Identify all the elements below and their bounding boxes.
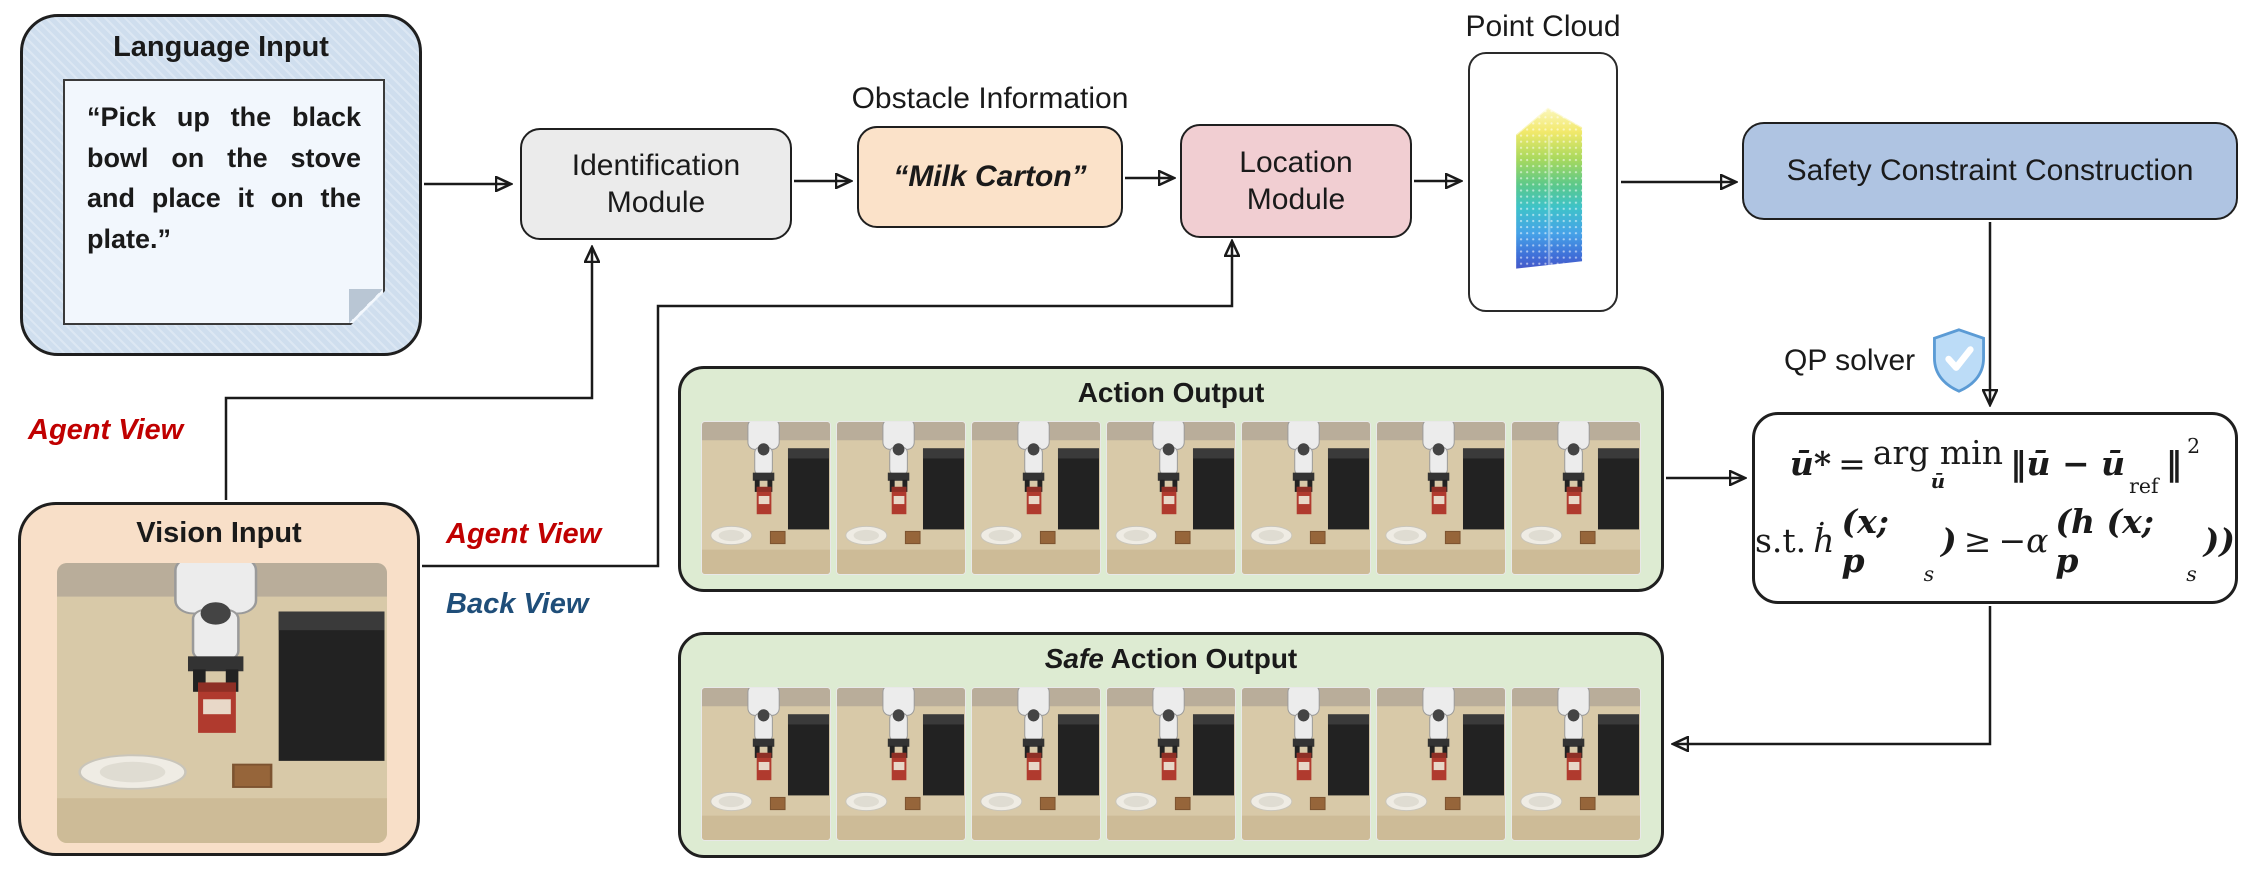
- milk-carton-point-cloud-graphic: [1515, 106, 1583, 269]
- safety-constraint-label: Safety Constraint Construction: [1786, 154, 2194, 188]
- obstacle-information-label: Obstacle Information: [851, 82, 1129, 115]
- vision-input-box: Vision Input: [18, 502, 420, 856]
- formula-lhs: ū*: [1789, 444, 1832, 484]
- safe-action-frame: [1511, 687, 1641, 841]
- agent-view-label-mid: Agent View: [446, 518, 602, 550]
- location-module-box: Location Module: [1180, 124, 1412, 238]
- shield-check-icon: [1933, 328, 1985, 393]
- obstacle-name-box: “Milk Carton”: [857, 126, 1123, 228]
- language-input-title: Language Input: [113, 31, 329, 63]
- identification-module-label: Identification Module: [571, 148, 741, 220]
- language-input-box: Language Input “Pick up the black bowl o…: [20, 14, 422, 356]
- safe-action-frame: [1376, 687, 1506, 841]
- action-frame: [701, 421, 831, 575]
- safe-action-output-title: Safe Action Output: [1044, 643, 1298, 674]
- action-frame: [1241, 421, 1371, 575]
- safe-action-frame: [701, 687, 831, 841]
- safe-action-output-frames: [701, 687, 1641, 841]
- vision-input-image: [57, 563, 387, 843]
- formula-argmin: arg min ū: [1872, 433, 2003, 494]
- agent-view-label-top: Agent View: [28, 414, 184, 446]
- safety-constraint-box: Safety Constraint Construction: [1742, 122, 2238, 220]
- safe-action-frame: [1106, 687, 1236, 841]
- identification-module-box: Identification Module: [520, 128, 792, 240]
- action-output-box: Action Output: [678, 366, 1664, 592]
- formula-constraint-line: s.t. ḣ (x; p s ) ≥ −α (h (x; p s )): [1755, 501, 2235, 586]
- safe-action-frame: [836, 687, 966, 841]
- formula-objective-line: ū* = arg min ū ‖ū − ū ref ‖ 2: [1789, 433, 2201, 498]
- language-instruction-text: “Pick up the black bowl on the stove and…: [87, 102, 361, 254]
- location-module-label: Location Module: [1239, 145, 1353, 217]
- action-frame: [1511, 421, 1641, 575]
- action-output-title: Action Output: [1077, 377, 1265, 408]
- safe-action-frame: [971, 687, 1101, 841]
- arrow-formula-to-safe-action: [1674, 606, 1992, 744]
- action-frame: [1106, 421, 1236, 575]
- action-output-frames: [701, 421, 1641, 575]
- back-view-label: Back View: [446, 588, 589, 620]
- action-frame: [971, 421, 1101, 575]
- vision-input-title: Vision Input: [136, 517, 302, 549]
- action-frame: [1376, 421, 1506, 575]
- language-instruction-note: “Pick up the black bowl on the stove and…: [63, 79, 385, 325]
- safe-action-output-box: Safe Action Output: [678, 632, 1664, 858]
- safe-action-frame: [1241, 687, 1371, 841]
- action-frame: [836, 421, 966, 575]
- qp-formula-box: ū* = arg min ū ‖ū − ū ref ‖ 2 s.t. ḣ (x;…: [1752, 412, 2238, 604]
- point-cloud-box: [1468, 52, 1618, 312]
- obstacle-name-text: “Milk Carton”: [893, 160, 1087, 194]
- point-cloud-label: Point Cloud: [1465, 10, 1621, 43]
- qp-solver-label: QP solver: [1784, 344, 1916, 377]
